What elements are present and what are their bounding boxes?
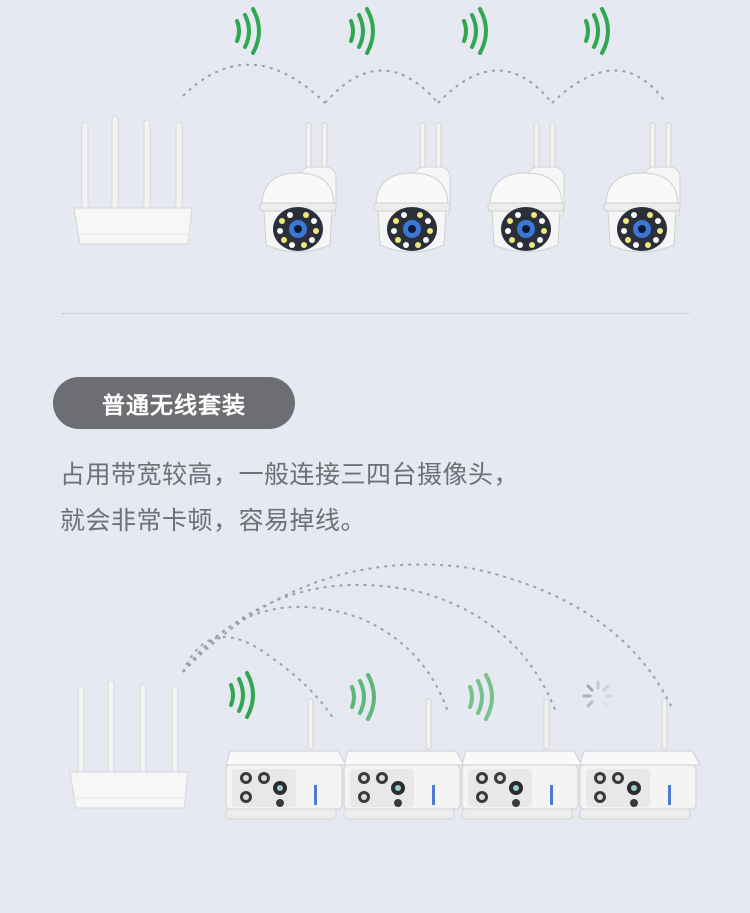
description-line-1: 占用带宽较高，一般连接三四台摄像头， xyxy=(60,460,520,489)
router-icon xyxy=(69,679,189,809)
dome-camera-icon xyxy=(603,122,681,253)
signal-arc-5 xyxy=(182,636,334,719)
dome-camera-icon xyxy=(373,122,451,253)
description-line-2: 就会非常卡顿，容易掉线。 xyxy=(60,506,367,535)
bullet-camera-icon xyxy=(343,698,465,820)
wifi-signal-icon xyxy=(462,7,488,55)
dome-camera-icon xyxy=(487,122,565,253)
section-divider xyxy=(62,313,690,314)
signal-arc-1 xyxy=(182,63,326,104)
bullet-camera-icon xyxy=(579,698,701,820)
kit-label-text: 普通无线套装 xyxy=(102,393,246,419)
signal-arc-7 xyxy=(182,583,557,713)
loading-spinner-icon xyxy=(582,680,614,712)
signal-arc-3 xyxy=(437,69,553,104)
dome-camera-icon xyxy=(259,122,337,253)
wifi-signal-icon xyxy=(468,673,494,721)
wifi-signal-icon xyxy=(350,673,376,721)
signal-arc-4 xyxy=(551,69,667,104)
description-text: 占用带宽较高，一般连接三四台摄像头， 就会非常卡顿，容易掉线。 xyxy=(60,452,720,544)
wifi-signal-icon xyxy=(235,7,261,55)
wifi-signal-icon xyxy=(229,671,255,719)
wifi-signal-icon xyxy=(584,7,610,55)
bullet-camera-icon xyxy=(225,698,347,820)
wifi-signal-icon xyxy=(349,7,375,55)
router-icon xyxy=(73,115,193,245)
kit-label-badge: 普通无线套装 xyxy=(53,377,295,429)
signal-arc-2 xyxy=(324,69,439,104)
bullet-camera-icon xyxy=(461,698,583,820)
